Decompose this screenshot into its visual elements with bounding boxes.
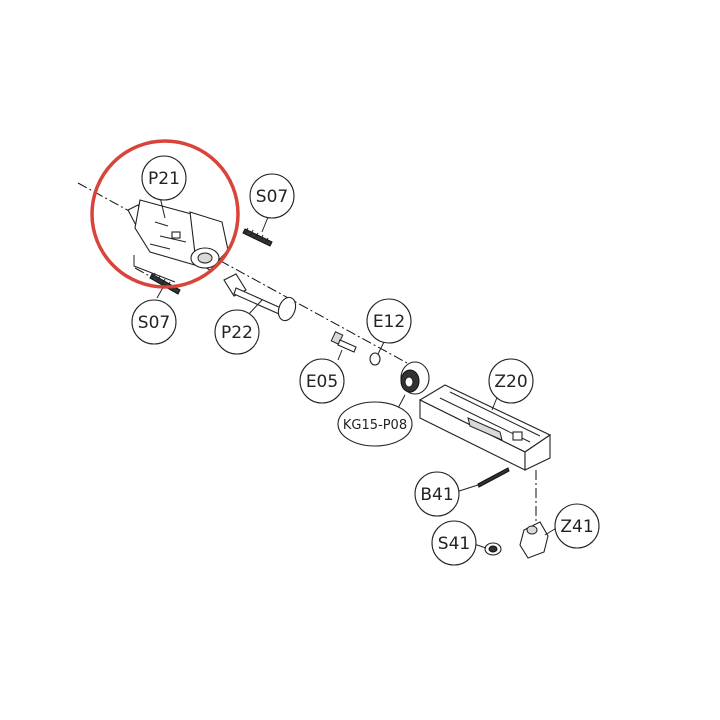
label-p21-text: P21 <box>148 169 180 189</box>
label-e05: E05 <box>299 358 345 404</box>
part-b41-drawing <box>477 467 510 488</box>
label-p22-text: P22 <box>221 323 253 343</box>
label-p21: P21 <box>141 155 187 201</box>
part-e05-drawing <box>330 331 357 353</box>
part-p22-drawing <box>223 273 297 322</box>
part-s41-drawing <box>484 542 502 556</box>
label-e12: E12 <box>366 298 412 344</box>
leader-e05 <box>337 349 343 361</box>
label-s07b: S07 <box>131 299 177 345</box>
part-z41-drawing <box>519 521 549 559</box>
label-z20-text: Z20 <box>494 372 527 392</box>
part-z20-drawing <box>418 384 552 471</box>
leader-b41 <box>455 484 479 493</box>
part-s07b-drawing <box>149 272 181 295</box>
assembly-axis <box>77 182 421 371</box>
highlight-ring <box>90 139 240 289</box>
leader-p21 <box>159 196 166 219</box>
label-s41-text: S41 <box>438 534 470 554</box>
label-p22: P22 <box>214 309 260 355</box>
label-z41: Z41 <box>554 503 600 549</box>
label-kg15-text: KG15-P08 <box>343 418 407 433</box>
label-s07a: S07 <box>249 173 295 219</box>
label-kg15: KG15-P08 <box>337 401 413 447</box>
label-z41-text: Z41 <box>560 517 593 537</box>
label-s07b-text: S07 <box>138 313 170 333</box>
label-e12-text: E12 <box>373 312 405 332</box>
part-s07a-drawing <box>242 227 273 247</box>
label-b41-text: B41 <box>420 485 453 505</box>
label-s41: S41 <box>431 520 477 566</box>
part-e12-drawing <box>369 352 381 366</box>
part-p21-drawing <box>127 199 229 283</box>
label-b41: B41 <box>414 471 460 517</box>
part-kg15-drawing <box>400 361 430 395</box>
label-z20: Z20 <box>488 358 534 404</box>
label-s07a-text: S07 <box>256 187 288 207</box>
leader-p22 <box>247 299 263 316</box>
label-e05-text: E05 <box>306 372 338 392</box>
